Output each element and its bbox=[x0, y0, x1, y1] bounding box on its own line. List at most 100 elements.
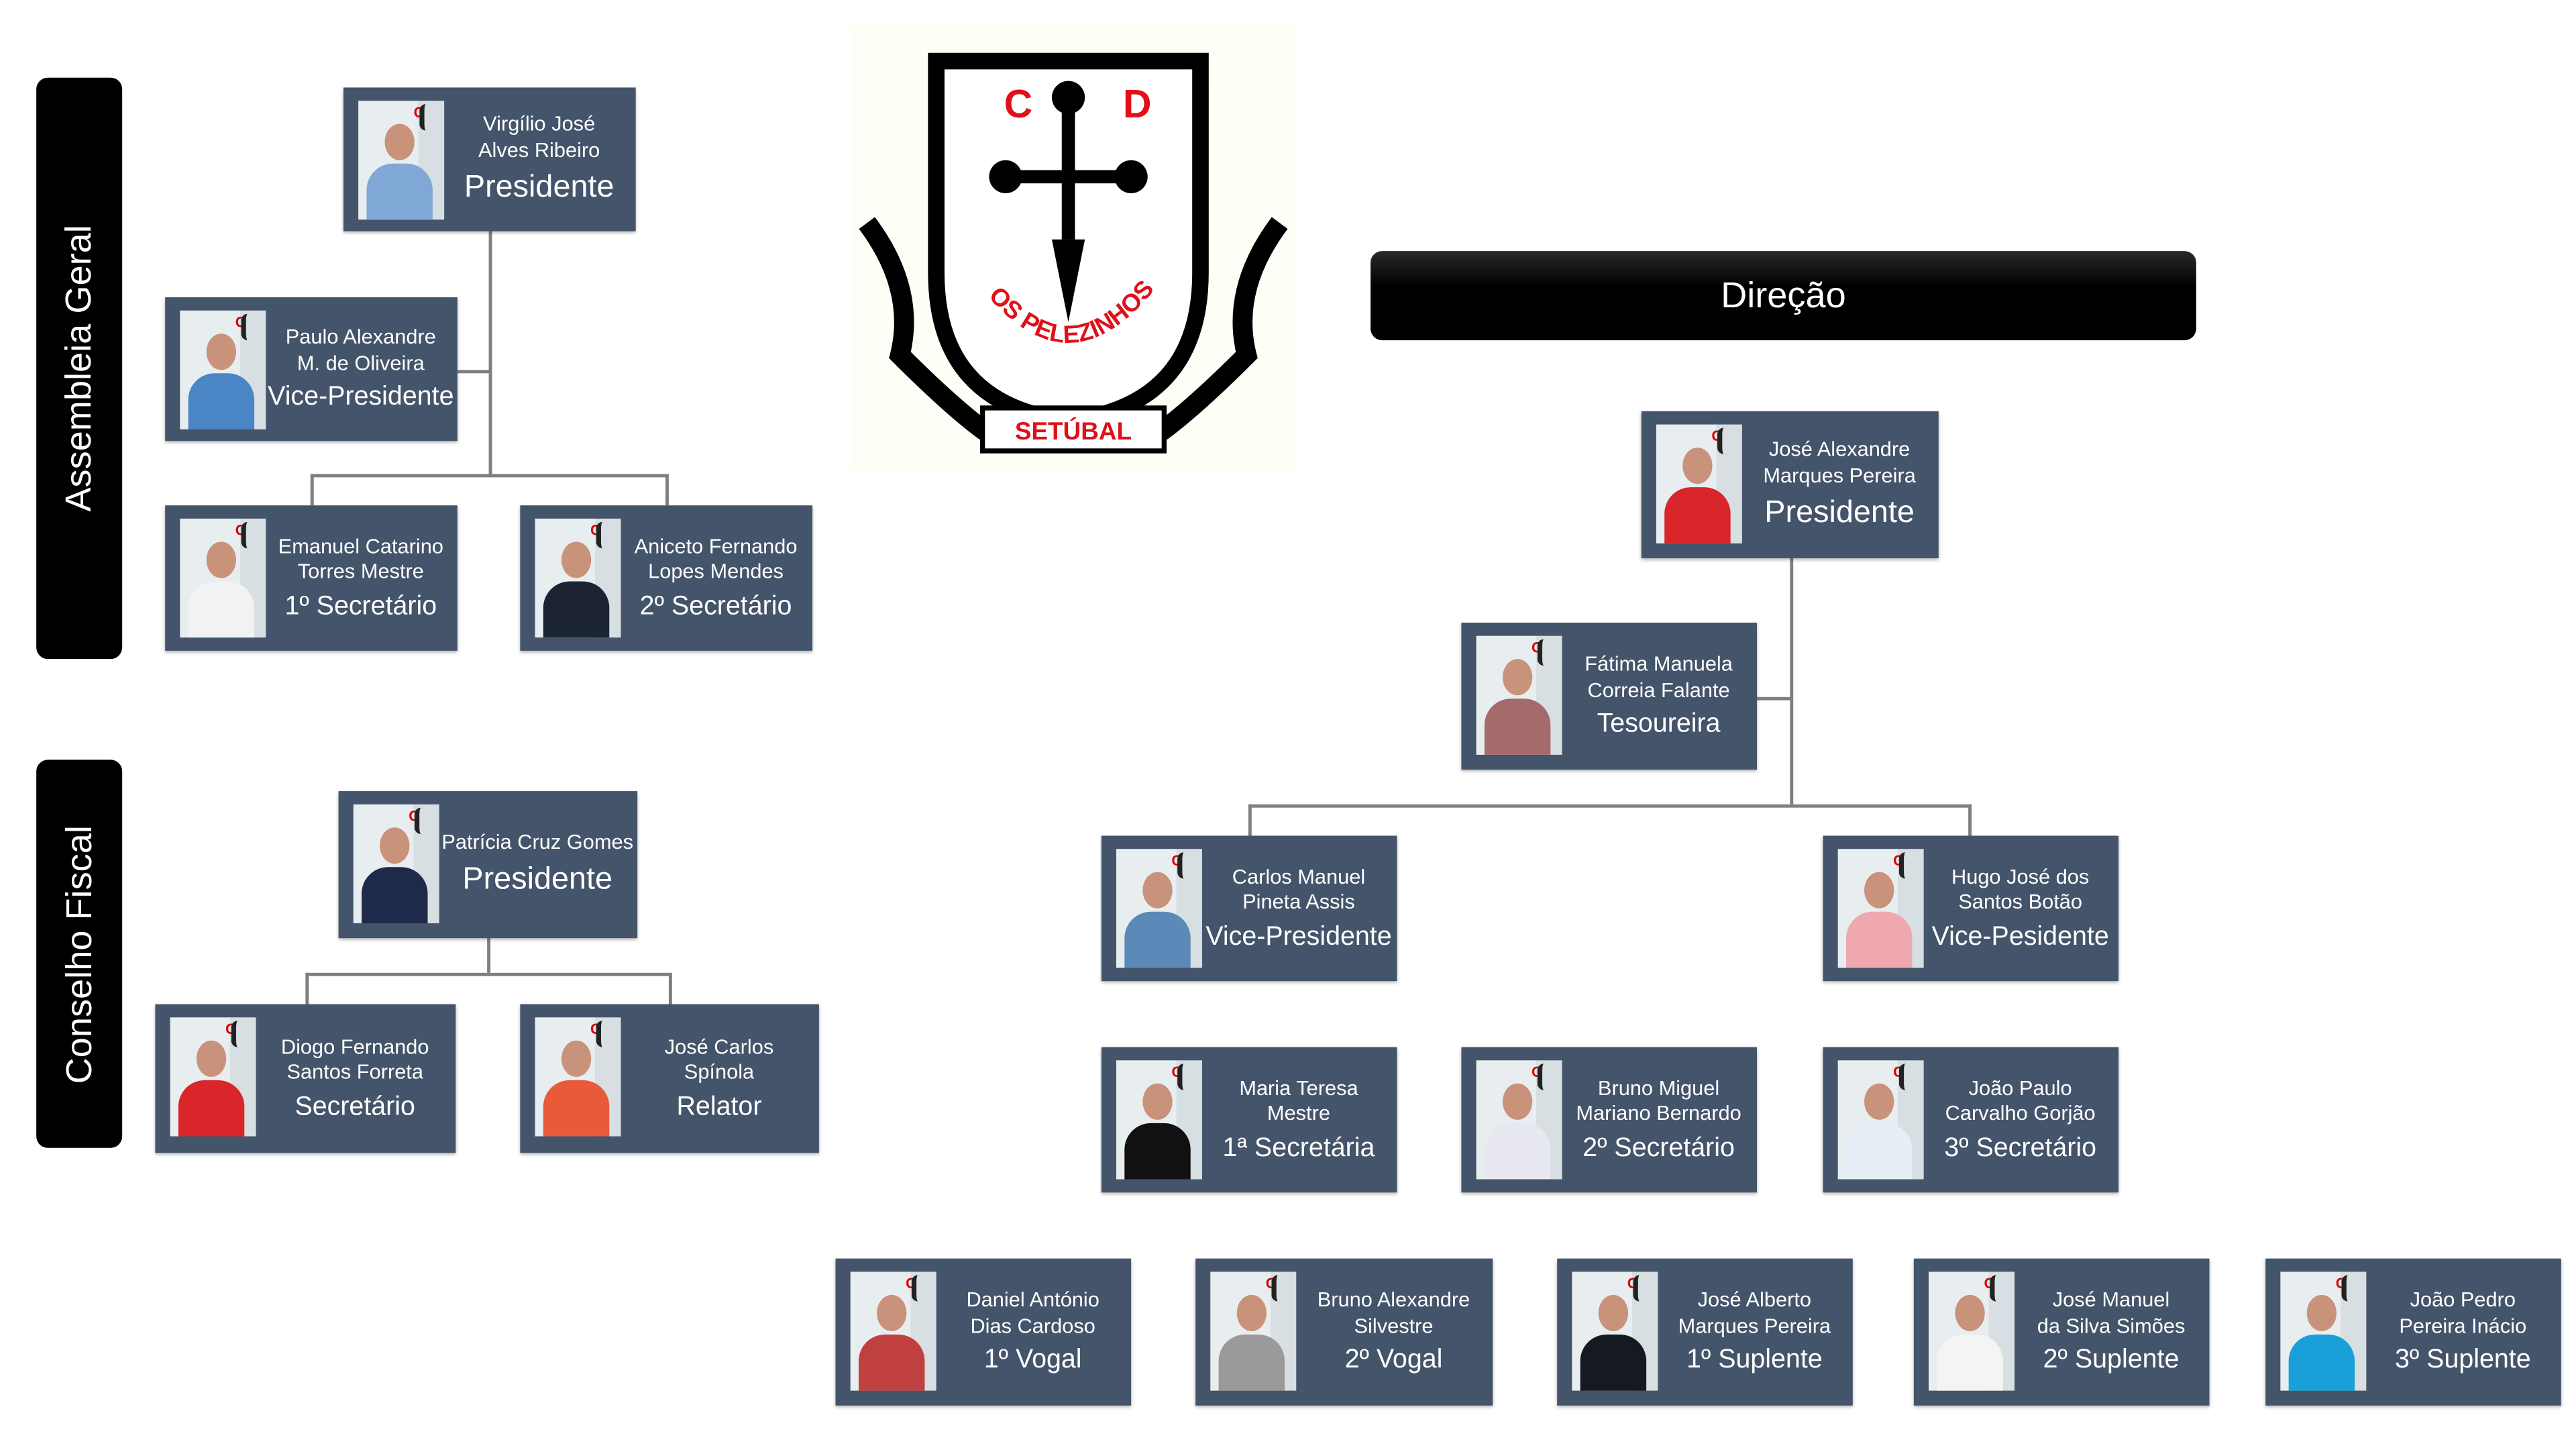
member-name-line1: José Alberto bbox=[1697, 1288, 1811, 1312]
direcao-member-card: C João Paulo Carvalho Gorjão 3º Secretár… bbox=[1823, 1047, 2119, 1193]
member-name-line1: Emanuel Catarino bbox=[278, 534, 443, 558]
member-name-line2: Spínola bbox=[684, 1060, 755, 1084]
member-role: 3º Secretário bbox=[1944, 1133, 2096, 1162]
assembleia-member-card: C Aniceto Fernando Lopes Mendes 2º Secre… bbox=[520, 505, 813, 651]
member-name-line1: Virgílio José bbox=[483, 112, 596, 136]
assembleia-geral-label: Assembleia Geral bbox=[36, 77, 123, 660]
conselho-member-card: C Patrícia Cruz Gomes Presidente bbox=[338, 791, 638, 939]
member-role: Vice-Presidente bbox=[1205, 922, 1392, 951]
direcao-label: Direção bbox=[1371, 251, 2196, 341]
connector bbox=[310, 474, 313, 506]
member-photo: C bbox=[1837, 849, 1924, 968]
direcao-member-card: C Hugo José dos Santos Botão Vice-Peside… bbox=[1823, 835, 2119, 982]
member-photo: C bbox=[180, 310, 266, 429]
logo-city: SETÚBAL bbox=[1015, 417, 1132, 445]
member-photo: C bbox=[358, 101, 445, 220]
member-photo: C bbox=[535, 1017, 621, 1137]
member-name-line2: Torres Mestre bbox=[297, 560, 424, 583]
member-photo: C bbox=[2280, 1272, 2367, 1391]
connector bbox=[1757, 696, 1792, 700]
direcao-text: Direção bbox=[1721, 274, 1846, 316]
assembleia-member-card: C Virgílio José Alves Ribeiro Presidente bbox=[343, 87, 636, 231]
member-photo: C bbox=[1837, 1060, 1924, 1180]
member-name-line1: João Paulo bbox=[1968, 1076, 2072, 1100]
connector bbox=[305, 972, 671, 976]
connector bbox=[305, 972, 309, 1004]
connector bbox=[487, 938, 490, 973]
member-role: 3º Suplente bbox=[2394, 1346, 2531, 1374]
member-name-line2: Mariano Bernardo bbox=[1576, 1101, 1741, 1125]
member-photo: C bbox=[170, 1017, 256, 1137]
member-name-line2: da Silva Simões bbox=[2037, 1314, 2186, 1337]
member-name-line2: Alves Ribeiro bbox=[478, 138, 600, 161]
member-photo: C bbox=[1656, 424, 1742, 543]
member-name-line2: Santos Forreta bbox=[286, 1060, 423, 1084]
conselho-fiscal-label: Conselho Fiscal bbox=[36, 760, 123, 1148]
member-name-line1: Fátima Manuela bbox=[1585, 652, 1733, 676]
member-role: 1º Suplente bbox=[1686, 1346, 1823, 1374]
connector bbox=[668, 972, 672, 1004]
direcao-member-card: C Bruno Miguel Mariano Bernardo 2º Secre… bbox=[1461, 1047, 1758, 1193]
member-role: 2º Suplente bbox=[2043, 1346, 2180, 1374]
member-name-line2: M. de Oliveira bbox=[297, 351, 425, 374]
member-role: Relator bbox=[676, 1092, 762, 1121]
connector bbox=[665, 474, 668, 506]
member-name-line1: Patrícia Cruz Gomes bbox=[441, 830, 633, 853]
connector bbox=[1248, 804, 1251, 836]
member-role: 2º Vogal bbox=[1344, 1346, 1443, 1374]
member-role: 2º Secretário bbox=[639, 592, 792, 621]
direcao-member-card: C João Pedro Pereira Inácio 3º Suplente bbox=[2265, 1258, 2561, 1406]
member-photo: C bbox=[1210, 1272, 1297, 1391]
member-photo: C bbox=[180, 518, 266, 638]
member-role: Vice-Presidente bbox=[268, 383, 454, 411]
conselho-fiscal-text: Conselho Fiscal bbox=[58, 824, 99, 1084]
direcao-member-card: C José Alberto Marques Pereira 1º Suplen… bbox=[1557, 1258, 1853, 1406]
member-name-line1: Bruno Alexandre bbox=[1317, 1288, 1470, 1312]
conselho-member-card: C Diogo Fernando Santos Forreta Secretár… bbox=[155, 1004, 456, 1153]
member-name-line2: Pineta Assis bbox=[1242, 890, 1355, 914]
member-name-line1: José Carlos bbox=[664, 1035, 774, 1058]
member-photo: C bbox=[535, 518, 621, 638]
conselho-member-card: C José Carlos Spínola Relator bbox=[520, 1004, 819, 1153]
direcao-member-card: C Bruno Alexandre Silvestre 2º Vogal bbox=[1195, 1258, 1493, 1406]
member-photo: C bbox=[1572, 1272, 1658, 1391]
assembleia-geral-text: Assembleia Geral bbox=[58, 225, 99, 512]
direcao-member-card: C Daniel António Dias Cardoso 1º Vogal bbox=[835, 1258, 1132, 1406]
member-role: Presidente bbox=[464, 170, 614, 205]
member-name-line1: João Pedro bbox=[2410, 1288, 2516, 1312]
member-name-line1: José Alexandre bbox=[1768, 437, 1911, 461]
connector bbox=[1968, 804, 1971, 836]
assembleia-member-card: C Emanuel Catarino Torres Mestre 1º Secr… bbox=[165, 505, 458, 651]
member-role: 1º Secretário bbox=[284, 592, 437, 621]
member-photo: C bbox=[1476, 635, 1562, 755]
member-role: 2º Secretário bbox=[1582, 1133, 1735, 1162]
logo-letter-c: C bbox=[1004, 82, 1033, 126]
member-name-line1: Maria Teresa bbox=[1239, 1076, 1358, 1100]
connector bbox=[457, 370, 491, 373]
member-photo: C bbox=[850, 1272, 936, 1391]
member-role: Presidente bbox=[462, 862, 613, 898]
member-name-line2: Mestre bbox=[1267, 1101, 1330, 1125]
direcao-member-card: C Fátima Manuela Correia Falante Tesoure… bbox=[1461, 622, 1758, 770]
member-photo: C bbox=[1116, 849, 1202, 968]
member-name-line2: Correia Falante bbox=[1587, 678, 1730, 701]
member-photo: C bbox=[353, 804, 439, 923]
member-name-line2: Carvalho Gorjão bbox=[1945, 1101, 2096, 1125]
connector bbox=[1790, 558, 1792, 805]
member-name-line1: Daniel António bbox=[966, 1288, 1099, 1312]
member-name-line1: Bruno Miguel bbox=[1597, 1076, 1720, 1100]
member-name-line2: Marques Pereira bbox=[1678, 1314, 1831, 1337]
member-name-line1: Carlos Manuel bbox=[1232, 864, 1366, 888]
member-name-line1: Paulo Alexandre bbox=[285, 325, 436, 349]
direcao-member-card: C Carlos Manuel Pineta Assis Vice-Presid… bbox=[1101, 835, 1397, 982]
member-name-line1: José Manuel bbox=[2052, 1288, 2170, 1312]
direcao-member-card: C José Alexandre Marques Pereira Preside… bbox=[1641, 411, 1939, 558]
member-name-line2: Lopes Mendes bbox=[648, 560, 784, 583]
member-role: Tesoureira bbox=[1597, 710, 1721, 739]
direcao-member-card: C José Manuel da Silva Simões 2º Suplent… bbox=[1913, 1258, 2210, 1406]
connector bbox=[488, 231, 492, 474]
connector bbox=[310, 474, 667, 477]
member-photo: C bbox=[1476, 1060, 1562, 1180]
direcao-member-card: C Maria Teresa Mestre 1ª Secretária bbox=[1101, 1047, 1397, 1193]
